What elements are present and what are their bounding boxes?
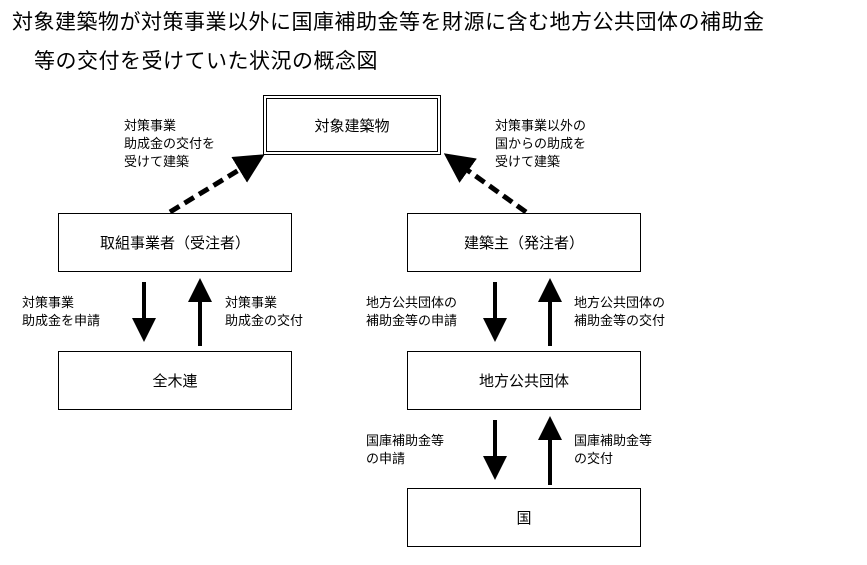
label-mid-down: 地方公共団体の 補助金等の申請 [366, 295, 457, 331]
arrow-owner-to-target [443, 153, 528, 215]
label-line: 助成金の交付 [225, 314, 304, 329]
label-line: 国庫補助金等 [366, 434, 445, 449]
label-line: 対策事業 [22, 296, 75, 311]
label-line: 対策事業 [225, 296, 278, 311]
box-owner: 建築主（発注者） [407, 213, 641, 272]
label-left-top: 対策事業 助成金の交付を 受けて建築 [124, 118, 215, 172]
label-left-down: 対策事業 助成金を申請 [22, 295, 100, 331]
label-line: 地方公共団体の [574, 296, 666, 311]
diagram-title-line2: 等の交付を受けていた状況の概念図 [34, 49, 378, 73]
label-line: 補助金等の申請 [366, 314, 458, 329]
label-line: 補助金等の交付 [574, 314, 666, 329]
label-line: の交付 [574, 452, 614, 467]
label-bottom-down: 国庫補助金等 の申請 [366, 433, 444, 469]
label-right-top: 対策事業以外の 国からの助成を 受けて建築 [495, 118, 586, 172]
label-line: 対策事業以外の [495, 119, 587, 134]
label-line: 対策事業 [124, 119, 177, 134]
box-target-building: 対象建築物 [263, 95, 441, 155]
box-zenmokuren: 全木連 [58, 351, 292, 410]
label-line: 国庫補助金等 [574, 434, 653, 449]
label-line: 助成金の交付を [124, 137, 216, 152]
box-local-government: 地方公共団体 [407, 351, 641, 410]
label-left-up: 対策事業 助成金の交付 [225, 295, 303, 331]
label-line: 地方公共団体の [366, 296, 458, 311]
box-state: 国 [407, 488, 641, 547]
box-contractor: 取組事業者（受注者） [58, 213, 292, 272]
label-line: 受けて建築 [495, 155, 561, 170]
label-bottom-up: 国庫補助金等 の交付 [574, 433, 652, 469]
label-line: 受けて建築 [124, 155, 190, 170]
label-mid-up: 地方公共団体の 補助金等の交付 [574, 295, 665, 331]
label-line: 助成金を申請 [22, 314, 101, 329]
label-line: 国からの助成を [495, 137, 587, 152]
label-line: の申請 [366, 452, 406, 467]
diagram-title-line1: 対象建築物が対策事業以外に国庫補助金等を財源に含む地方公共団体の補助金 [12, 10, 765, 34]
